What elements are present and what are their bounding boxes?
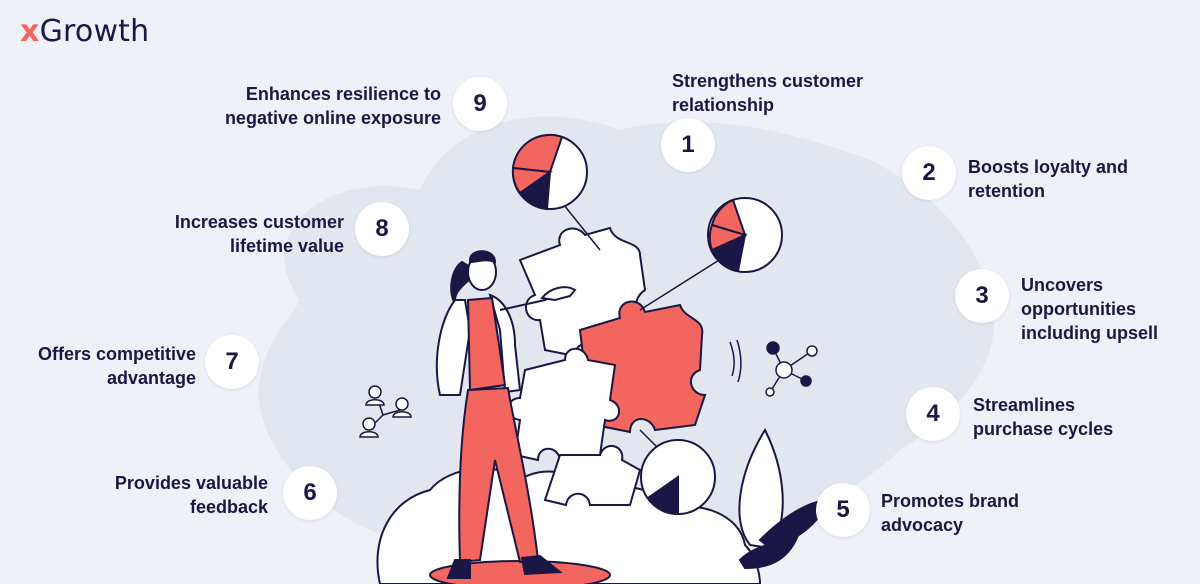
benefit-number-badge: 3 xyxy=(955,269,1009,323)
benefit-number-badge: 6 xyxy=(283,466,337,520)
benefit-label: Offers competitive advantage xyxy=(37,344,196,388)
benefit-number-badge: 1 xyxy=(661,118,715,172)
benefit-label: Streamlines purchase cycles xyxy=(973,395,1114,439)
benefit-number-badge: 7 xyxy=(205,335,259,389)
benefit-number-badge: 4 xyxy=(906,387,960,441)
pie-icon xyxy=(707,197,783,273)
benefit-number-badge: 2 xyxy=(902,146,956,200)
benefit-number-badge: 9 xyxy=(453,77,507,131)
puzzle-pieces xyxy=(507,226,707,507)
benefit-label: Strengthens customer relationship xyxy=(672,71,864,115)
xgrowth-logo: xGrowth xyxy=(20,14,150,49)
benefit-label: Boosts loyalty and retention xyxy=(968,157,1129,201)
benefit-label: Increases customer lifetime value xyxy=(174,212,344,256)
benefit-number-badge: 5 xyxy=(816,483,870,537)
pie-icon xyxy=(640,439,716,516)
person-illustration xyxy=(435,250,577,579)
network-icon xyxy=(765,341,818,397)
people-network-icon xyxy=(359,385,412,438)
benefit-number-badge: 8 xyxy=(355,202,409,256)
benefit-label: Promotes brand advocacy xyxy=(881,491,1020,535)
benefit-label: Provides valuable feedback xyxy=(114,473,268,517)
pie-icon xyxy=(511,133,588,211)
benefit-label: Enhances resilience to negative online e… xyxy=(224,84,441,128)
benefit-label: Uncovers opportunities including upsell xyxy=(1021,275,1159,343)
